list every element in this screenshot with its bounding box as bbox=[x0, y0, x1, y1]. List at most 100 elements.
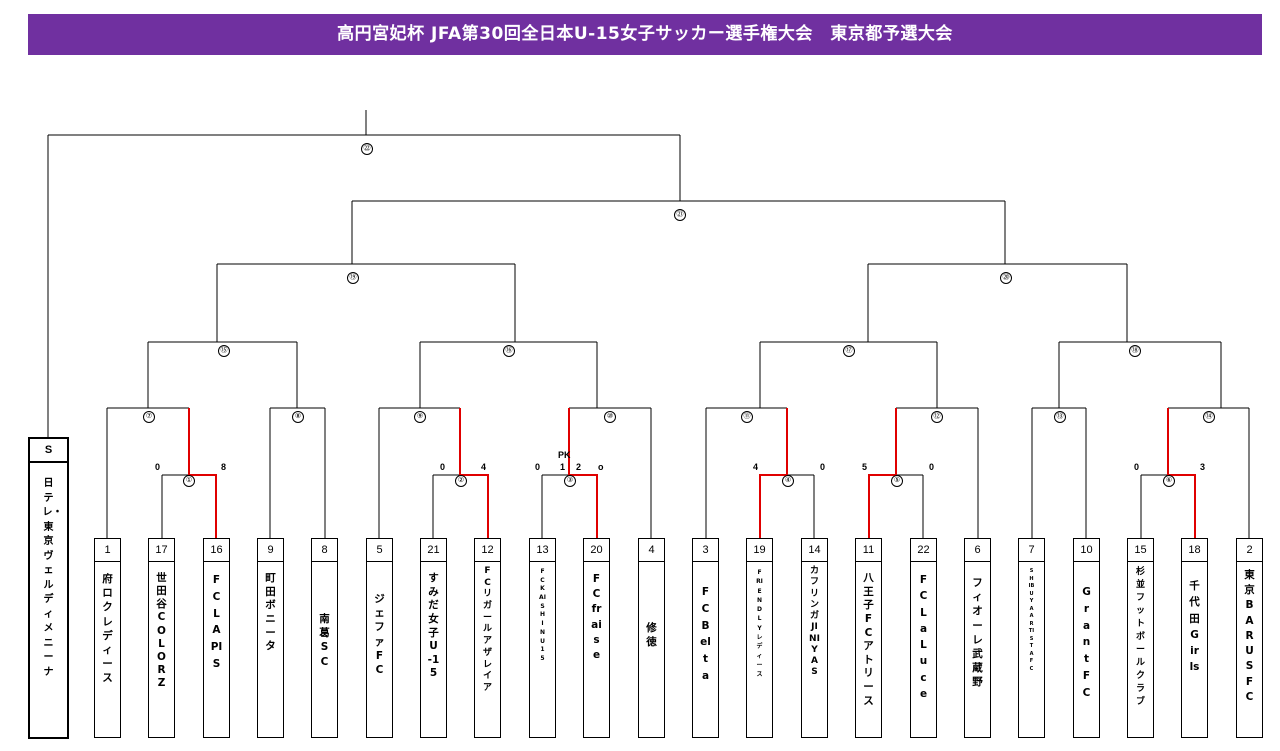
team-card: 9 町田ボニータ bbox=[257, 538, 284, 738]
match-16-label: ⑯ bbox=[503, 345, 515, 357]
match-4-label: ④ bbox=[782, 475, 794, 487]
team-seed: 3 bbox=[693, 539, 718, 562]
score-m3-right: o bbox=[598, 462, 604, 472]
team-card: 7 SHIBUYA ARTISTA FC bbox=[1018, 538, 1045, 738]
team-seed: 16 bbox=[204, 539, 229, 562]
seeded-team-card: S 日テレ・東京ヴェルディメニーナ bbox=[28, 437, 69, 739]
match-7-label: ⑦ bbox=[143, 411, 155, 423]
match-20-label: ⑳ bbox=[1000, 272, 1012, 284]
score-m3-left: 0 bbox=[535, 462, 541, 472]
match-8-label: ⑧ bbox=[292, 411, 304, 423]
team-card: 22 FC La Luce bbox=[910, 538, 937, 738]
match-5-label: ⑤ bbox=[891, 475, 903, 487]
match-9-label: ⑨ bbox=[414, 411, 426, 423]
match-1-label: ① bbox=[183, 475, 195, 487]
team-card: 12 FCリガール アザレイア bbox=[474, 538, 501, 738]
team-card: 15 杉並フットボールクラブ bbox=[1127, 538, 1154, 738]
team-name: FC fraise bbox=[591, 573, 602, 662]
score-m4-left: 4 bbox=[753, 462, 759, 472]
team-name: FC Belta bbox=[700, 586, 711, 682]
match-3-label: ③ bbox=[564, 475, 576, 487]
team-seed: 1 bbox=[95, 539, 120, 562]
score-m3-pk-right: 2 bbox=[576, 462, 582, 472]
team-seed: 6 bbox=[965, 539, 990, 562]
team-name: 修徳 bbox=[646, 622, 657, 648]
team-card: 1 府ロクレディース bbox=[94, 538, 121, 738]
team-name: 八王子FCアトリース bbox=[863, 572, 874, 707]
team-seed: 9 bbox=[258, 539, 283, 562]
match-15-label: ⑮ bbox=[218, 345, 230, 357]
team-seed: 13 bbox=[530, 539, 555, 562]
team-name: 世田谷COLORZ bbox=[156, 572, 167, 689]
match-18-label: ⑱ bbox=[1129, 345, 1141, 357]
team-seed: 5 bbox=[367, 539, 392, 562]
team-seed: 22 bbox=[911, 539, 936, 562]
team-card: 21 すみだ女子U-15 bbox=[420, 538, 447, 738]
team-name: FC KAISHIN U15 bbox=[539, 568, 546, 662]
match-22-label: ㉒ bbox=[361, 143, 373, 155]
team-name: 千代田 Girls bbox=[1189, 580, 1200, 674]
team-name: FC La Luce bbox=[919, 574, 928, 700]
score-m3-pk-left: 1 bbox=[560, 462, 566, 472]
team-seed: 10 bbox=[1074, 539, 1099, 562]
seeded-team-seed: S bbox=[30, 439, 67, 463]
team-seed: 17 bbox=[149, 539, 174, 562]
team-name: カフリンガJINIYAS bbox=[809, 566, 820, 678]
team-name: フィオーレ武蔵野 bbox=[972, 577, 983, 689]
team-card: 11 八王子FCアトリース bbox=[855, 538, 882, 738]
match-21-label: ㉑ bbox=[674, 209, 686, 221]
tournament-title: 高円宮妃杯 JFA第30回全日本U-15女子サッカー選手権大会 東京都予選大会 bbox=[337, 24, 953, 44]
team-seed: 19 bbox=[747, 539, 772, 562]
team-name: SHIBUYA ARTISTA FC bbox=[1028, 568, 1035, 672]
team-name: 府ロクレディース bbox=[102, 573, 113, 685]
team-seed: 18 bbox=[1182, 539, 1207, 562]
team-seed: 2 bbox=[1237, 539, 1262, 562]
match-12-label: ⑫ bbox=[931, 411, 943, 423]
team-seed: 21 bbox=[421, 539, 446, 562]
team-name: 南葛SC bbox=[319, 613, 330, 668]
team-seed: 20 bbox=[584, 539, 609, 562]
team-name: ジェファFC bbox=[374, 593, 385, 676]
match-2-label: ② bbox=[455, 475, 467, 487]
team-seed: 15 bbox=[1128, 539, 1153, 562]
team-card: 8 南葛SC bbox=[311, 538, 338, 738]
team-seed: 8 bbox=[312, 539, 337, 562]
team-card: 18 千代田 Girls bbox=[1181, 538, 1208, 738]
team-seed: 11 bbox=[856, 539, 881, 562]
score-m3-pk-label: PK bbox=[558, 450, 571, 460]
team-card: 20 FC fraise bbox=[583, 538, 610, 738]
score-m5-left: 5 bbox=[862, 462, 868, 472]
score-m6-right: 3 bbox=[1200, 462, 1206, 472]
tournament-title-banner: 高円宮妃杯 JFA第30回全日本U-15女子サッカー選手権大会 東京都予選大会 bbox=[28, 14, 1262, 55]
team-name: FC LAPIS bbox=[210, 574, 223, 670]
team-name: 杉並フットボールクラブ bbox=[1135, 567, 1145, 708]
seeded-team-name: 日テレ・東京ヴェルディメニーナ bbox=[42, 478, 63, 678]
team-card: 5 ジェファFC bbox=[366, 538, 393, 738]
score-m5-right: 0 bbox=[929, 462, 935, 472]
score-m2-left: 0 bbox=[440, 462, 446, 472]
team-card: 16 FC LAPIS bbox=[203, 538, 230, 738]
match-10-label: ⑩ bbox=[604, 411, 616, 423]
team-seed: 14 bbox=[802, 539, 827, 562]
team-seed: 12 bbox=[475, 539, 500, 562]
team-name: FRIENDLY レディース bbox=[756, 569, 763, 679]
team-card: 6 フィオーレ武蔵野 bbox=[964, 538, 991, 738]
score-m2-right: 4 bbox=[481, 462, 487, 472]
team-card: 10 Grant FC bbox=[1073, 538, 1100, 738]
score-m6-left: 0 bbox=[1134, 462, 1140, 472]
team-card: 4 修徳 bbox=[638, 538, 665, 738]
team-card: 3 FC Belta bbox=[692, 538, 719, 738]
score-m4-right: 0 bbox=[820, 462, 826, 472]
team-card: 14 カフリンガJINIYAS bbox=[801, 538, 828, 738]
team-card: 19 FRIENDLY レディース bbox=[746, 538, 773, 738]
match-11-label: ⑪ bbox=[741, 411, 753, 423]
match-13-label: ⑬ bbox=[1054, 411, 1066, 423]
match-17-label: ⑰ bbox=[843, 345, 855, 357]
team-card: 17 世田谷COLORZ bbox=[148, 538, 175, 738]
team-name: 東京BARUS FC bbox=[1244, 569, 1255, 703]
team-card: 2 東京BARUS FC bbox=[1236, 538, 1263, 738]
match-19-label: ⑲ bbox=[347, 272, 359, 284]
team-name: Grant FC bbox=[1082, 586, 1091, 699]
team-seed: 4 bbox=[639, 539, 664, 562]
